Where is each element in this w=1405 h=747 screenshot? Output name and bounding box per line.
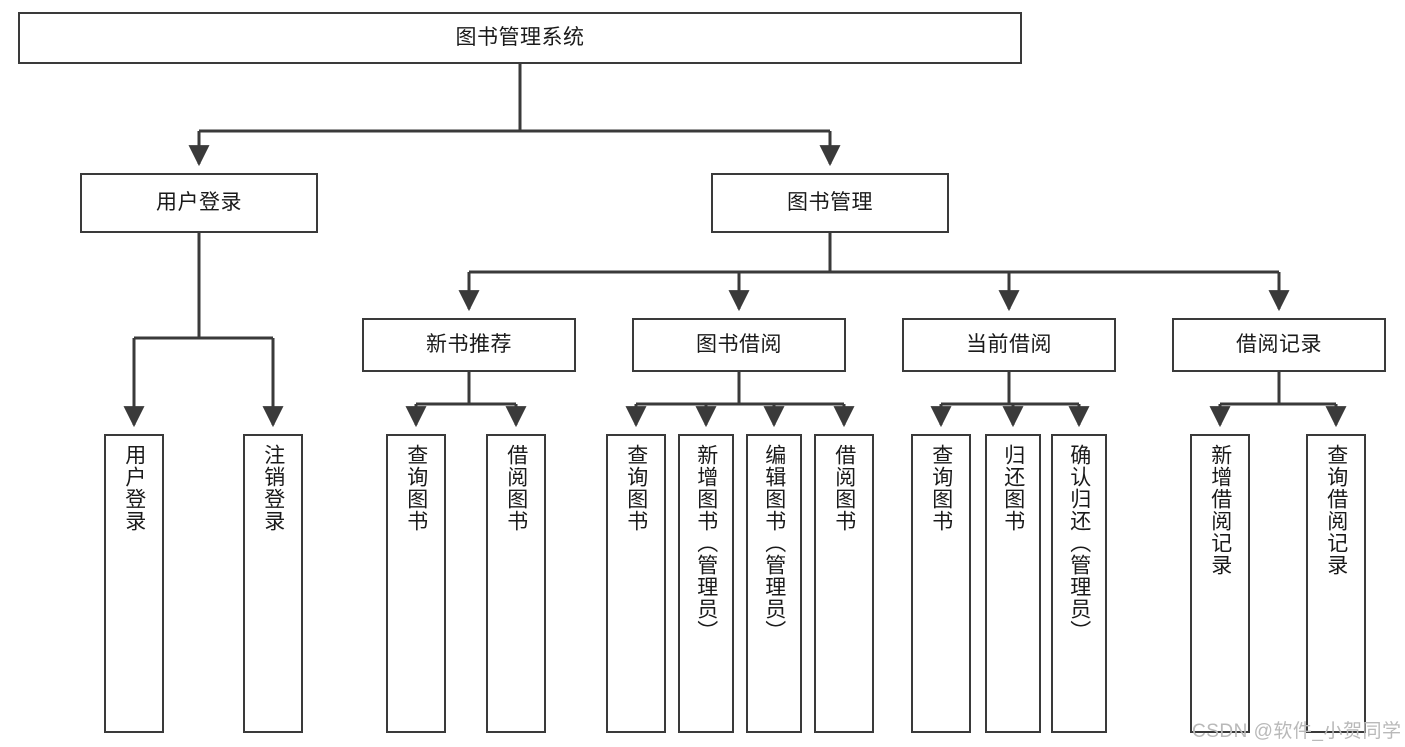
node-leaf-edit-book[interactable]: 编辑图书（管理员） (746, 434, 802, 733)
node-leaf-query-book-2-label: 查询图书 (624, 444, 648, 532)
node-leaf-edit-book-label: 编辑图书（管理员） (762, 444, 786, 642)
node-root-label: 图书管理系统 (455, 25, 585, 49)
node-user-login[interactable]: 用户登录 (80, 173, 318, 233)
node-leaf-add-book[interactable]: 新增图书（管理员） (678, 434, 734, 733)
node-leaf-borrow-book-2[interactable]: 借阅图书 (814, 434, 874, 733)
node-current-borrow[interactable]: 当前借阅 (902, 318, 1116, 372)
node-leaf-return-book-label: 归还图书 (1001, 444, 1025, 532)
node-leaf-add-record-label: 新增借阅记录 (1208, 444, 1232, 576)
node-leaf-confirm-return[interactable]: 确认归还（管理员） (1051, 434, 1107, 733)
node-borrow-record-label: 借阅记录 (1236, 332, 1322, 356)
node-leaf-confirm-return-label: 确认归还（管理员） (1067, 444, 1091, 642)
node-leaf-return-book[interactable]: 归还图书 (985, 434, 1041, 733)
node-leaf-query-record-label: 查询借阅记录 (1324, 444, 1348, 576)
node-new-book-rec[interactable]: 新书推荐 (362, 318, 576, 372)
node-leaf-query-book-3-label: 查询图书 (929, 444, 953, 532)
node-book-borrow[interactable]: 图书借阅 (632, 318, 846, 372)
node-borrow-record[interactable]: 借阅记录 (1172, 318, 1386, 372)
node-leaf-borrow-book-2-label: 借阅图书 (832, 444, 856, 532)
node-leaf-query-record[interactable]: 查询借阅记录 (1306, 434, 1366, 733)
node-leaf-query-book-2[interactable]: 查询图书 (606, 434, 666, 733)
node-leaf-user-login-label: 用户登录 (122, 444, 146, 532)
node-leaf-borrow-book-1[interactable]: 借阅图书 (486, 434, 546, 733)
node-user-login-label: 用户登录 (156, 190, 242, 214)
node-leaf-user-logout[interactable]: 注销登录 (243, 434, 303, 733)
node-new-book-rec-label: 新书推荐 (426, 332, 512, 356)
node-leaf-user-logout-label: 注销登录 (261, 444, 285, 532)
node-leaf-add-book-label: 新增图书（管理员） (694, 444, 718, 642)
node-leaf-query-book-1[interactable]: 查询图书 (386, 434, 446, 733)
node-root-system[interactable]: 图书管理系统 (18, 12, 1022, 64)
node-leaf-user-login[interactable]: 用户登录 (104, 434, 164, 733)
node-book-manage-label: 图书管理 (787, 190, 873, 214)
node-leaf-query-book-1-label: 查询图书 (404, 444, 428, 532)
node-book-manage[interactable]: 图书管理 (711, 173, 949, 233)
node-leaf-add-record[interactable]: 新增借阅记录 (1190, 434, 1250, 733)
node-current-borrow-label: 当前借阅 (966, 332, 1052, 356)
node-book-borrow-label: 图书借阅 (696, 332, 782, 356)
node-leaf-query-book-3[interactable]: 查询图书 (911, 434, 971, 733)
node-leaf-borrow-book-1-label: 借阅图书 (504, 444, 528, 532)
csdn-watermark: CSDN @软件_小贺同学 (1192, 721, 1402, 742)
